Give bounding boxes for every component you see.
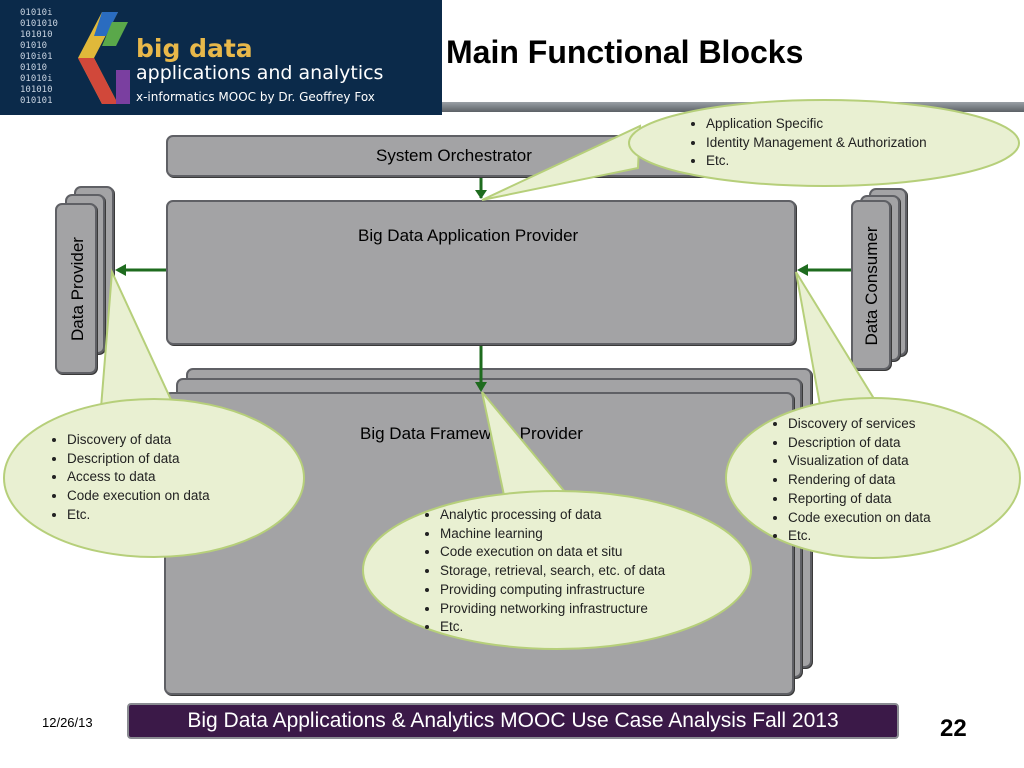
framework-callout-text: Analytic processing of data Machine lear… xyxy=(422,506,665,637)
data-provider-callout xyxy=(3,268,305,558)
callout-item: Analytic processing of data xyxy=(440,506,665,525)
logo-x-mark xyxy=(78,12,130,104)
orchestrator-callout-text: Application Specific Identity Management… xyxy=(688,115,927,171)
callout-item: Machine learning xyxy=(440,525,665,544)
footer-text: Big Data Applications & Analytics MOOC U… xyxy=(187,709,839,732)
logo-applications-analytics: applications and analytics xyxy=(136,62,384,84)
callout-item: Rendering of data xyxy=(788,471,931,490)
callout-item: Access to data xyxy=(67,468,210,487)
logo-binary-pattern: 01010i 0101010 101010 01010 010i01 01010… xyxy=(20,8,58,106)
callout-item: Description of data xyxy=(67,450,210,469)
data-provider-block: Data Provider xyxy=(55,203,97,374)
slide-title: Main Functional Blocks xyxy=(446,34,804,70)
application-provider-block: Big Data Application Provider xyxy=(166,200,796,345)
logo-subtitle: x-informatics MOOC by Dr. Geoffrey Fox xyxy=(136,90,375,104)
callout-item: Description of data xyxy=(788,434,931,453)
data-consumer-callout xyxy=(725,271,1021,559)
callout-item: Etc. xyxy=(706,152,927,171)
data-consumer-callout-text: Discovery of services Description of dat… xyxy=(770,415,931,546)
callout-item: Identity Management & Authorization xyxy=(706,134,927,153)
callout-item: Providing computing infrastructure xyxy=(440,581,665,600)
system-orchestrator-label: System Orchestrator xyxy=(376,146,532,165)
callout-item: Visualization of data xyxy=(788,452,931,471)
callout-item: Providing networking infrastructure xyxy=(440,600,665,619)
slide-date: 12/26/13 xyxy=(42,715,93,730)
callout-item: Discovery of data xyxy=(67,431,210,450)
footer-banner: Big Data Applications & Analytics MOOC U… xyxy=(127,703,899,739)
callout-item: Discovery of services xyxy=(788,415,931,434)
callout-item: Etc. xyxy=(67,506,210,525)
framework-callout xyxy=(362,391,752,650)
callout-item: Storage, retrieval, search, etc. of data xyxy=(440,562,665,581)
application-provider-label: Big Data Application Provider xyxy=(358,226,579,245)
framework-provider-label: Big Data Framework Provider xyxy=(360,424,583,443)
logo-big-data: big data xyxy=(136,34,253,63)
data-provider-callout-text: Discovery of data Description of data Ac… xyxy=(49,431,210,525)
callout-item: Code execution on data et situ xyxy=(440,543,665,562)
course-logo: 01010i 0101010 101010 01010 010i01 01010… xyxy=(0,0,442,115)
orchestrator-callout xyxy=(481,99,1020,201)
data-consumer-block: Data Consumer xyxy=(851,200,891,370)
flow-arrows xyxy=(115,178,851,392)
callout-item: Reporting of data xyxy=(788,490,931,509)
page-number: 22 xyxy=(940,715,967,742)
callout-item: Etc. xyxy=(788,527,931,546)
callout-item: Etc. xyxy=(440,618,665,637)
callout-item: Code execution on data xyxy=(67,487,210,506)
callout-item: Code execution on data xyxy=(788,509,931,528)
callout-item: Application Specific xyxy=(706,115,927,134)
